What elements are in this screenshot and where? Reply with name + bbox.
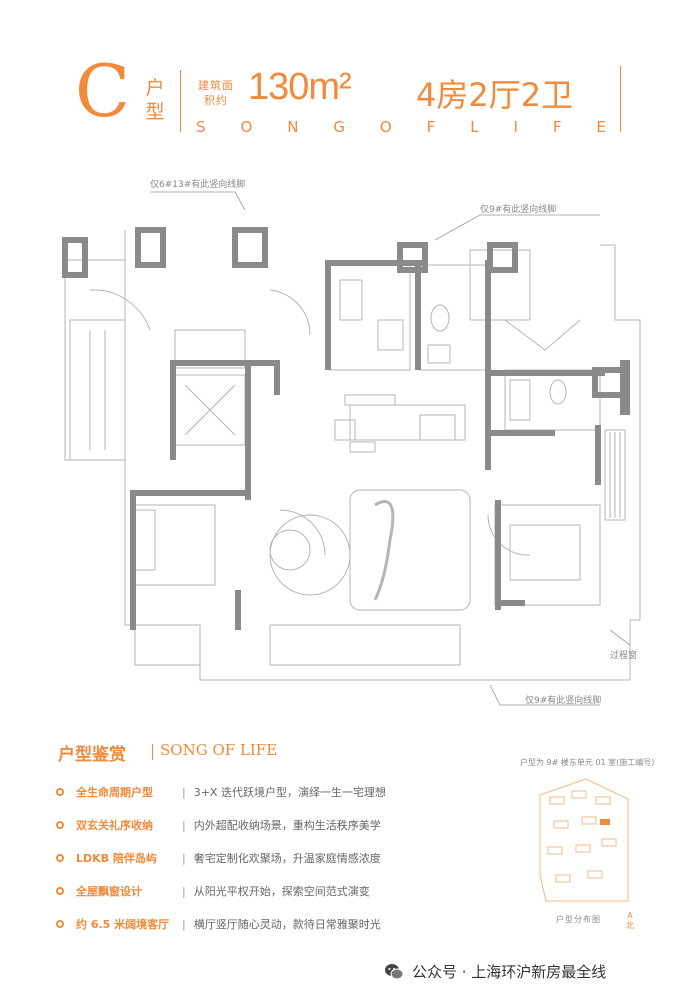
area-label: 建筑面积约 xyxy=(198,79,234,107)
feature-title: 全屋飘窗设计 xyxy=(76,885,142,898)
song-letter: L xyxy=(470,118,479,136)
plan-note-top-right: 仅9#有此竖向线脚 xyxy=(480,203,556,215)
song-letter: F xyxy=(552,118,562,136)
feature-separator: | xyxy=(182,785,186,799)
feature-title: LDKB 陪伴岛屿 xyxy=(76,852,157,865)
footer-text: 公众号 · 上海环沪新房最全线 xyxy=(412,963,607,981)
song-letter: F xyxy=(426,118,436,136)
room-layout: 4房2厅2卫 xyxy=(416,76,574,114)
feature-item: 约 6.5 米阔境客厅 | 横厅竖厅随心灵动，款待日常雅聚时光 xyxy=(56,912,526,936)
feature-item: LDKB 陪伴岛屿 | 奢宅定制化欢聚场，升温家庭情感浓度 xyxy=(56,846,526,870)
north-label: 北 xyxy=(626,921,634,930)
feature-desc: 横厅竖厅随心灵动，款待日常雅聚时光 xyxy=(193,918,381,931)
plan-note-bottom: 仅9#有此竖向线脚 xyxy=(525,694,601,706)
bullet-icon xyxy=(56,854,64,862)
song-letter: S xyxy=(196,118,206,136)
bullet-icon xyxy=(56,920,64,928)
plan-note-top-left: 仅6#13#有此竖向线脚 xyxy=(150,178,245,190)
plan-note-window: 过程窗 xyxy=(610,649,637,661)
feature-separator: | xyxy=(182,917,186,931)
unit-note: 户型为 9# 楼东单元 01 室(施工编号) xyxy=(520,758,655,767)
bullet-icon xyxy=(56,821,64,829)
feature-title: 全生命周期户型 xyxy=(76,786,153,799)
bullet-icon xyxy=(56,788,64,796)
feature-item: 双玄关礼序收纳 | 内外超配收纳场景，重构生活秩序美学 xyxy=(56,813,526,837)
song-letter: O xyxy=(379,118,392,136)
song-of-life-banner: S O N G O F L I F E xyxy=(196,118,606,136)
feature-desc: 3+X 迭代跃境户型，演绎一生一宅理想 xyxy=(193,786,386,799)
header-divider xyxy=(620,66,621,132)
feature-title: 双玄关礼序收纳 xyxy=(76,819,153,832)
unit-type-label: 户型 xyxy=(145,77,165,123)
unit-distribution-map xyxy=(539,778,629,902)
song-letter: O xyxy=(240,118,253,136)
header-divider xyxy=(180,70,181,132)
song-letter: G xyxy=(333,118,345,136)
feature-title: 约 6.5 米阔境客厅 xyxy=(76,918,170,931)
section-title: 户型鉴赏 xyxy=(58,745,126,765)
highlighted-building xyxy=(600,819,610,825)
north-arrow-icon: A xyxy=(627,911,633,920)
song-letter: E xyxy=(596,118,606,136)
section-divider xyxy=(152,744,153,760)
map-caption: 户型分布图 xyxy=(556,915,601,924)
north-indicator: A 北 xyxy=(626,911,634,931)
bullet-icon xyxy=(56,887,64,895)
feature-desc: 从阳光平权开始，探索空间范式演变 xyxy=(193,885,370,898)
feature-desc: 奢宅定制化欢聚场，升温家庭情感浓度 xyxy=(193,852,381,865)
feature-separator: | xyxy=(182,884,186,898)
section-subtitle: SONG OF LIFE xyxy=(160,741,278,759)
footer-watermark: 公众号 · 上海环沪新房最全线 xyxy=(384,961,606,982)
song-letter: I xyxy=(513,118,518,136)
unit-letter: C xyxy=(75,49,131,133)
feature-item: 全屋飘窗设计 | 从阳光平权开始，探索空间范式演变 xyxy=(56,879,526,903)
feature-desc: 内外超配收纳场景，重构生活秩序美学 xyxy=(193,819,381,832)
feature-separator: | xyxy=(182,818,186,832)
floor-plan: 仅6#13#有此竖向线脚 仅9#有此竖向线脚 仅9#有此竖向线脚 过程窗 xyxy=(62,178,641,706)
feature-separator: | xyxy=(182,851,186,865)
wechat-icon xyxy=(385,963,404,979)
area-value: 130m² xyxy=(248,66,352,108)
feature-item: 全生命周期户型 | 3+X 迭代跃境户型，演绎一生一宅理想 xyxy=(56,780,526,804)
song-letter: N xyxy=(287,118,299,136)
